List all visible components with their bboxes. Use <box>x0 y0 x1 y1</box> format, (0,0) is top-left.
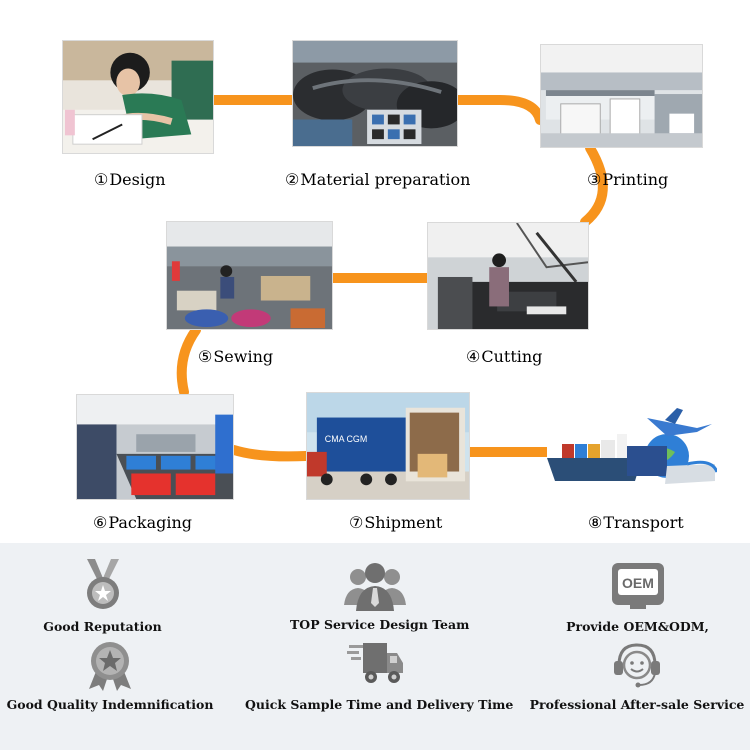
star-badge-icon <box>85 639 135 691</box>
delivery-truck-icon <box>347 641 403 689</box>
svg-text:CMA CGM: CMA CGM <box>325 434 367 444</box>
step-caption: ④Cutting <box>466 347 543 366</box>
feature-label: Professional After-sale Service <box>529 697 745 712</box>
feature-label: TOP Service Design Team <box>290 617 470 632</box>
feature-provide-oem-odm: OEM Provide OEM&ODM, <box>560 553 715 634</box>
step-caption: ⑥Packaging <box>93 513 193 532</box>
transport-photo <box>547 406 717 496</box>
shipment-photo: CMA CGM <box>306 392 470 500</box>
cutting-photo <box>427 222 589 330</box>
oem-icon: OEM <box>610 561 666 611</box>
step-caption: ③Printing <box>587 170 669 189</box>
features-panel: Good Reputation TOP Service Design Team … <box>0 543 750 750</box>
process-flow-connector <box>176 95 608 462</box>
feature-label: Good Quality Indemnification <box>6 697 214 712</box>
svg-text:OEM: OEM <box>622 575 654 591</box>
sewing-photo <box>166 221 333 330</box>
team-icon <box>344 561 406 611</box>
step-caption: ⑤Sewing <box>198 347 274 366</box>
feature-good-reputation: Good Reputation <box>20 553 185 634</box>
feature-label: Quick Sample Time and Delivery Time <box>245 697 514 712</box>
feature-professional-after-sale: Professional After-sale Service <box>527 635 747 715</box>
step-caption: ⑦Shipment <box>349 513 443 532</box>
step-caption: ⑧Transport <box>588 513 684 532</box>
feature-good-quality-indemnification: Good Quality Indemnification <box>5 635 215 715</box>
feature-label: Good Reputation <box>43 619 162 634</box>
headset-icon <box>609 639 665 693</box>
feature-label: Provide OEM&ODM, <box>566 619 709 634</box>
design-photo <box>62 40 214 154</box>
material-photo <box>292 40 458 147</box>
printing-photo <box>540 44 703 148</box>
feature-quick-sample-delivery: Quick Sample Time and Delivery Time <box>245 635 514 715</box>
step-caption: ①Design <box>94 170 166 189</box>
step-caption: ②Material preparation <box>285 170 471 189</box>
packaging-photo <box>76 394 234 500</box>
feature-top-service-design-team: TOP Service Design Team <box>290 553 470 633</box>
medal-icon <box>81 557 125 613</box>
